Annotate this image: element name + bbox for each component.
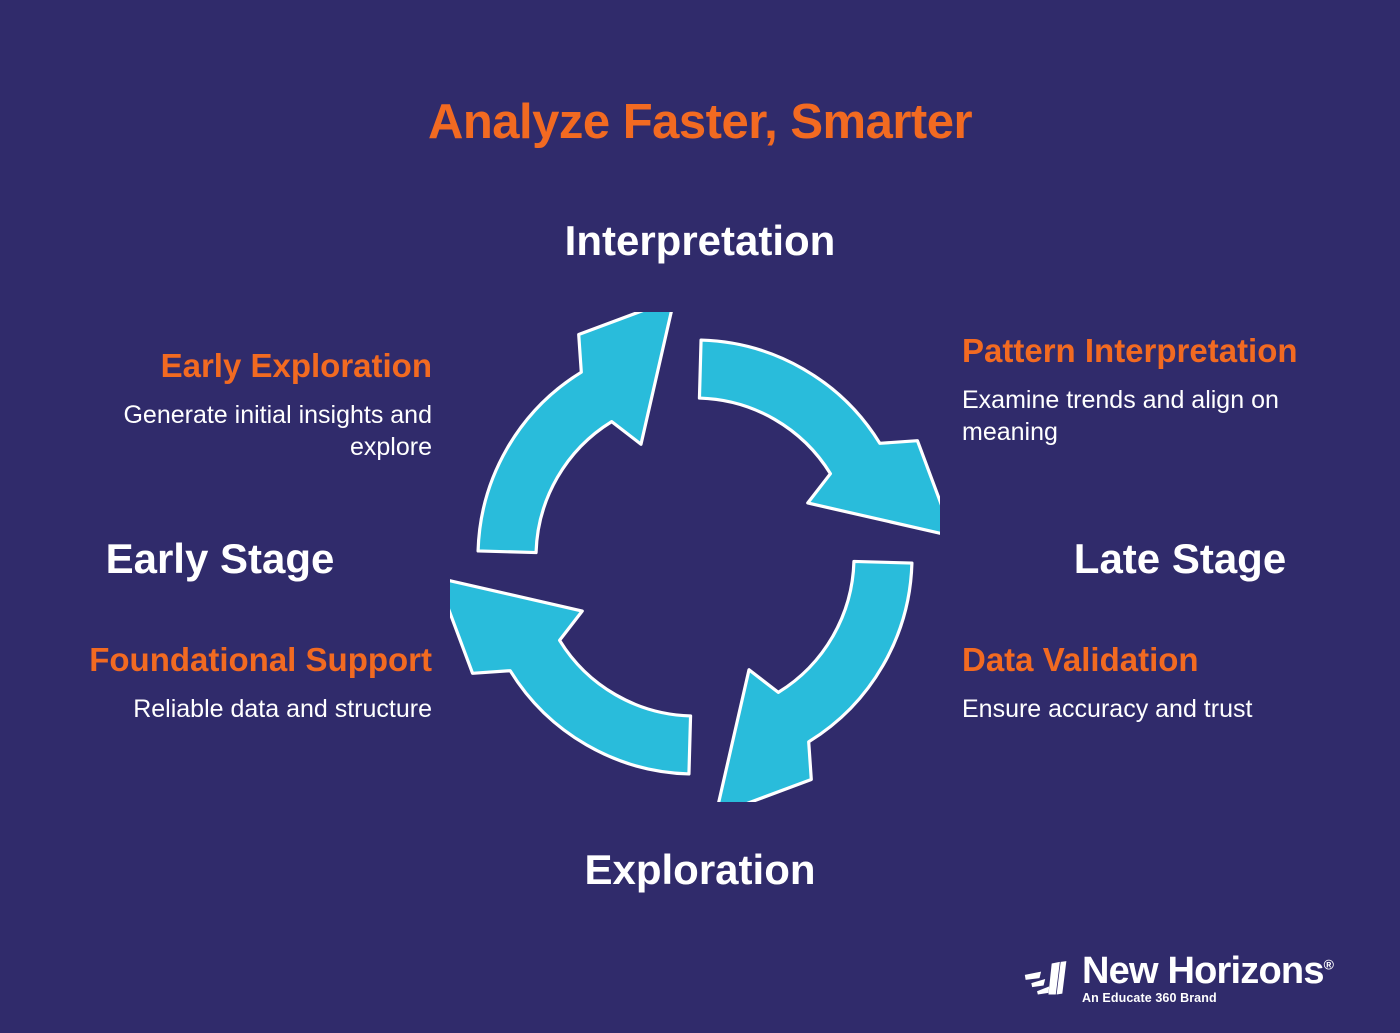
four-segment-cycle-arrows-icon [450, 312, 940, 802]
callout-data-validation: Data Validation Ensure accuracy and trus… [962, 641, 1354, 725]
callout-title: Foundational Support [89, 641, 432, 678]
cycle-diagram [450, 312, 940, 802]
brand-logo: New Horizons® An Educate 360 Brand [1024, 952, 1400, 1006]
logo-tagline: An Educate 360 Brand [1082, 991, 1217, 1005]
callout-early-exploration: Early Exploration Generate initial insig… [40, 347, 432, 464]
callout-title: Early Exploration [160, 347, 432, 384]
axis-label-early-stage: Early Stage [105, 535, 335, 582]
callout-description: Generate initial insights and explore [123, 400, 432, 462]
callout-title: Data Validation [962, 641, 1199, 678]
new-horizons-swoosh-icon [1024, 961, 1067, 995]
callout-description: Ensure accuracy and trust [962, 694, 1253, 723]
axis-label-late-stage: Late Stage [1073, 535, 1287, 582]
logo-name: New Horizons® [1082, 950, 1334, 992]
registered-mark: ® [1323, 956, 1334, 973]
page-title: Analyze Faster, Smarter [427, 95, 973, 149]
cycle-segment [476, 312, 673, 555]
callout-description: Reliable data and structure [133, 694, 432, 723]
callout-description: Examine trends and align on meaning [962, 385, 1279, 447]
axis-label-exploration: Exploration [584, 846, 816, 893]
callout-title: Pattern Interpretation [962, 332, 1298, 369]
callout-pattern-interpretation: Pattern Interpretation Examine trends an… [962, 332, 1354, 449]
cycle-segment [697, 338, 940, 535]
cycle-segment [450, 579, 693, 776]
axis-label-interpretation: Interpretation [564, 217, 836, 264]
cycle-segment [717, 559, 914, 802]
callout-foundational-support: Foundational Support Reliable data and s… [40, 641, 432, 725]
